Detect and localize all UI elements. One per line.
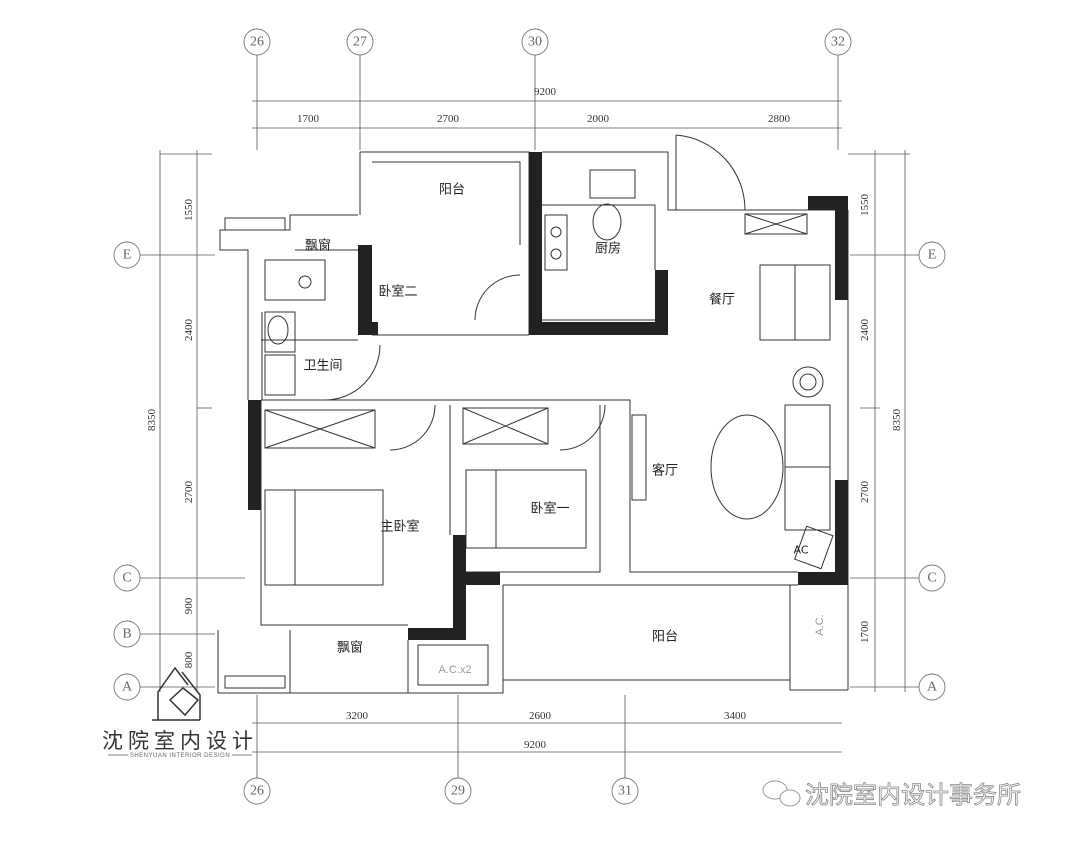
axis-label: 26 <box>250 784 264 799</box>
dim-right: 1550 <box>859 194 871 217</box>
room-kitchen: 厨房 <box>595 241 621 257</box>
axis-label: C <box>122 571 131 586</box>
axis-label: 30 <box>528 35 542 50</box>
room-bedroom-two: 卧室二 <box>378 284 417 300</box>
axis-lines <box>140 55 919 778</box>
dim-left: 1550 <box>183 199 195 222</box>
room-bedroom-one: 卧室一 <box>530 501 569 517</box>
structural-walls <box>248 152 848 640</box>
axis-label: A <box>927 680 938 695</box>
outline-walls <box>217 134 849 694</box>
dim-bottom: 2600 <box>529 710 552 722</box>
ac-unit-living: AC <box>793 544 808 557</box>
axis-label: 29 <box>451 784 465 799</box>
dim-bottom: 3400 <box>724 710 747 722</box>
logo-text-cn: 沈院室内设计 <box>102 729 258 753</box>
axis-bubbles-right: E C A <box>918 241 946 701</box>
axis-bubbles-top: 26 27 30 32 <box>243 28 852 56</box>
watermark: 沈院室内设计事务所 <box>762 780 1021 809</box>
axis-label: 31 <box>618 784 632 799</box>
room-bay-window-south: 飘窗 <box>337 640 363 656</box>
axis-label: 27 <box>353 35 367 50</box>
watermark-text: 沈院室内设计事务所 <box>805 781 1021 809</box>
room-balcony-south: 阳台 <box>652 630 678 645</box>
brand-logo: 沈院室内设计 SHENYUAN INTERIOR DESIGN <box>102 666 258 759</box>
axis-bubbles-bottom: 26 29 31 <box>243 777 639 805</box>
dim-bottom: 3200 <box>346 710 369 722</box>
dim-left: 900 <box>183 597 195 614</box>
axis-bubbles-left: E C B A <box>113 241 141 701</box>
dim-right-total: 8350 <box>891 409 903 432</box>
axis-label: 26 <box>250 35 264 50</box>
axis-label: C <box>927 571 936 586</box>
dim-top-total: 9200 <box>534 86 557 98</box>
axis-label: 32 <box>831 35 845 50</box>
dim-top: 2800 <box>768 113 791 125</box>
dim-top: 2000 <box>587 113 610 125</box>
dim-left: 2700 <box>183 481 195 504</box>
logo-house-icon <box>152 666 201 721</box>
ac-unit-double: A.C.x2 <box>438 664 471 676</box>
room-bathroom: 卫生间 <box>303 359 342 374</box>
room-dining: 餐厅 <box>709 292 735 308</box>
dim-right: 2700 <box>859 481 871 504</box>
room-labels: 阳台 飘窗 卧室二 厨房 餐厅 卫生间 客厅 主卧室 卧室一 阳台 飘窗 A.C… <box>303 183 826 677</box>
ac-unit-east: A.C. <box>814 614 826 635</box>
dim-top: 2700 <box>437 113 460 125</box>
room-balcony-north: 阳台 <box>439 183 465 198</box>
axis-label: E <box>123 248 132 263</box>
dim-top: 1700 <box>297 113 320 125</box>
dimension-lines <box>159 100 910 753</box>
axis-label: B <box>122 627 131 642</box>
dim-left-total: 8350 <box>146 409 158 432</box>
dim-bottom-total: 9200 <box>524 739 547 751</box>
room-living: 客厅 <box>652 463 678 479</box>
room-bay-window-north: 飘窗 <box>305 238 331 254</box>
dim-left: 800 <box>183 651 195 668</box>
dimension-texts: 9200 1700 2700 2000 2800 3200 2600 3400 … <box>146 86 903 751</box>
logo-text-en: SHENYUAN INTERIOR DESIGN <box>130 753 230 759</box>
room-master-bedroom: 主卧室 <box>380 519 419 535</box>
dim-left: 2400 <box>183 319 195 342</box>
axis-label: A <box>122 680 133 695</box>
dim-right: 1700 <box>859 621 871 644</box>
dim-right: 2400 <box>859 319 871 342</box>
axis-label: E <box>928 248 937 263</box>
wechat-icon <box>762 780 801 807</box>
